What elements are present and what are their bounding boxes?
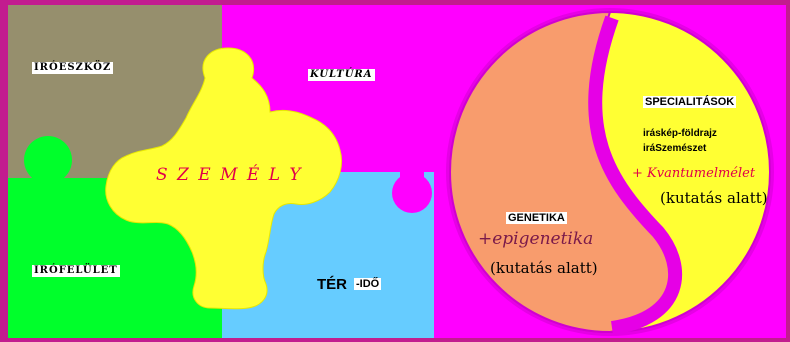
label-iroeszkoz: IRÓESZKÖZ — [32, 62, 113, 74]
magenta-knob-neck — [400, 170, 424, 184]
label-kultura: KULTÚRA — [308, 69, 375, 81]
label-kutatas-right: (kutatás alatt) — [660, 189, 768, 207]
label-szemely: S Z E M É L Y — [156, 165, 303, 185]
label-irofelulet: IRÓFELÜLET — [32, 265, 120, 277]
label-kvantum: + Kvantumelmélet — [632, 166, 755, 181]
label-ido: -IDŐ — [354, 278, 381, 290]
label-spec-line2: iráSzemészet — [643, 143, 706, 154]
label-ter: TÉR — [317, 276, 347, 293]
label-kutatas-left: (kutatás alatt) — [490, 259, 598, 277]
green-knob-neck — [34, 162, 62, 180]
label-specialitasok: SPECIALITÁSOK — [643, 96, 736, 108]
label-spec-line1: iráskép-földrajz — [643, 128, 717, 139]
label-genetika: GENETIKA — [506, 212, 567, 224]
label-epigenetika: +epigenetika — [478, 229, 593, 249]
